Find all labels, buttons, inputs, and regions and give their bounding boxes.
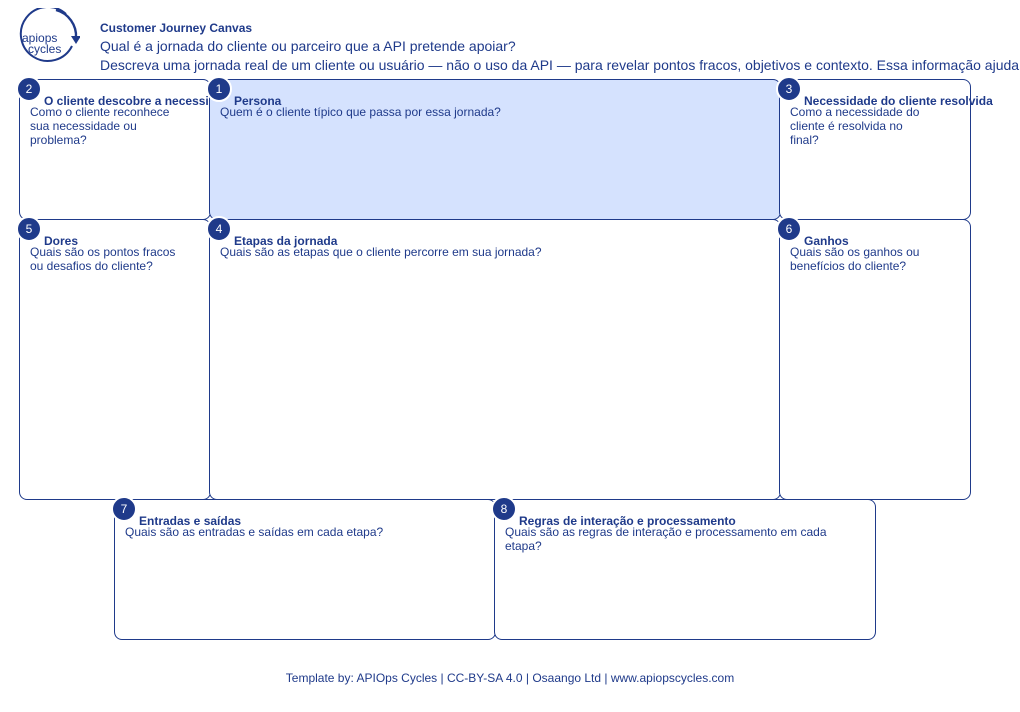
section-number-badge: 1 (206, 76, 232, 102)
section-description: Como a necessidade do cliente é resolvid… (790, 105, 920, 147)
section-inputs-outputs[interactable]: Entradas e saídas Quais são as entradas … (114, 499, 496, 640)
section-title: Dores (44, 234, 79, 248)
section-number-badge: 6 (776, 216, 802, 242)
section-number-badge: 8 (491, 496, 517, 522)
section-description: Quais são as entradas e saídas em cada e… (125, 525, 384, 539)
section-journey-steps[interactable]: Etapas da jornada Quais são as etapas qu… (209, 219, 781, 500)
section-persona[interactable]: Persona Quem é o cliente típico que pass… (209, 79, 781, 220)
section-number-badge: 5 (16, 216, 42, 242)
canvas-title: Customer Journey Canvas (100, 21, 253, 35)
section-customer-need-resolved[interactable]: Necessidade do cliente resolvida Como a … (779, 79, 993, 220)
section-interaction-rules[interactable]: Regras de interação e processamento Quai… (494, 499, 876, 640)
canvas-description: Descreva uma jornada real de um cliente … (100, 57, 1020, 73)
section-gains[interactable]: Ganhos Quais são os ganhos ou benefícios… (779, 219, 971, 500)
section-title: O cliente descobre a necessidade (44, 94, 210, 108)
footer-credits: Template by: APIOps Cycles | CC-BY-SA 4.… (285, 671, 735, 685)
section-description: Quais são os pontos fracos ou desafios d… (30, 245, 176, 273)
section-description: Como o cliente reconhece sua necessidade… (30, 105, 170, 147)
apiops-cycles-logo: apiops cycles (14, 8, 80, 66)
section-number-badge: 3 (776, 76, 802, 102)
logo-text-apiops: apiops (22, 31, 57, 45)
section-title: Etapas da jornada (234, 234, 338, 248)
section-number-badge: 2 (16, 76, 42, 102)
section-description: Quais são os ganhos ou benefícios do cli… (790, 245, 920, 273)
section-description: Quais são as regras de interação e proce… (505, 525, 827, 553)
section-title: Regras de interação e processamento (519, 514, 736, 528)
canvas-question: Qual é a jornada do cliente ou parceiro … (100, 38, 516, 54)
section-title: Ganhos (804, 234, 849, 248)
section-title: Necessidade do cliente resolvida (804, 94, 993, 108)
section-customer-discovers-need[interactable]: O cliente descobre a necessidade Como o … (19, 79, 211, 220)
section-number-badge: 7 (111, 496, 137, 522)
logo-text-cycles: cycles (28, 42, 61, 56)
section-description: Quem é o cliente típico que passa por es… (220, 105, 501, 119)
section-title: Entradas e saídas (139, 514, 242, 528)
section-pains[interactable]: Dores Quais são os pontos fracos ou desa… (19, 219, 211, 500)
section-description: Quais são as etapas que o cliente percor… (220, 245, 542, 259)
section-number-badge: 4 (206, 216, 232, 242)
section-title: Persona (234, 94, 282, 108)
